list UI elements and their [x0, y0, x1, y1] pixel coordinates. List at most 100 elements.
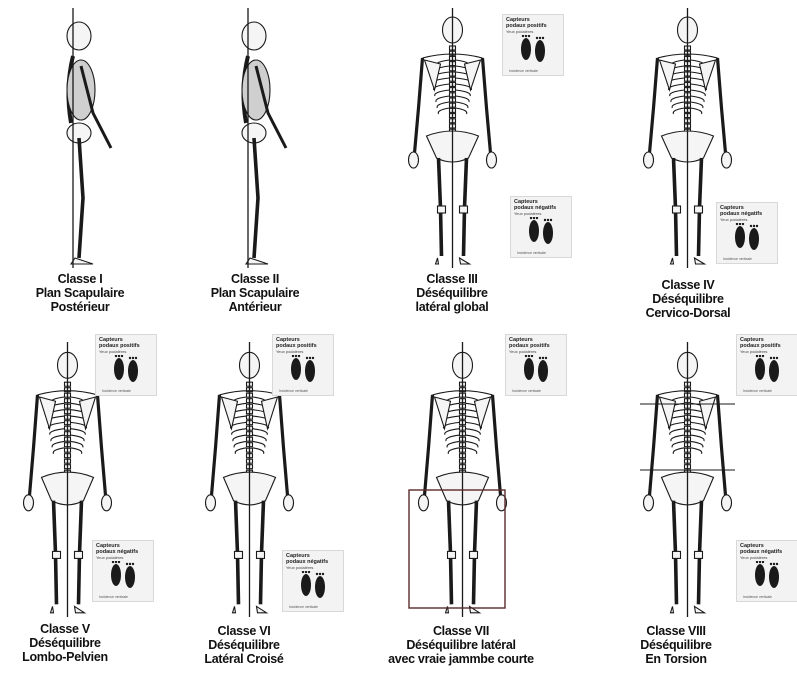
panel-classe-1	[40, 8, 150, 268]
footprints-icon	[107, 561, 139, 591]
footprints-icon	[520, 355, 552, 385]
arm-bone	[415, 58, 423, 153]
toe-print	[309, 357, 311, 359]
skull	[67, 22, 91, 50]
foot-print	[111, 564, 121, 586]
arm-bone	[212, 395, 220, 495]
sensor-footer: Incidence verticale	[743, 595, 772, 599]
toe-print	[530, 217, 532, 219]
hand	[644, 495, 654, 511]
caption-line-2: Déséquilibre	[5, 636, 125, 650]
toe-print	[129, 357, 131, 359]
sensor-subtitle: Yeux podaléres	[740, 555, 767, 560]
caption-line-3: avec vraie jammbe courte	[376, 652, 546, 666]
foot	[460, 258, 470, 264]
toe-print	[773, 563, 775, 565]
toe-print	[542, 37, 544, 39]
foot	[71, 258, 93, 264]
caption-line-3: Postérieur	[20, 300, 140, 314]
footprints-icon	[297, 571, 329, 601]
toe-print	[121, 355, 123, 357]
foot-print	[535, 40, 545, 62]
sensor-subtitle: Yeux podaléres	[509, 349, 536, 354]
foot-print	[735, 226, 745, 248]
skeleton-back-view	[630, 342, 745, 617]
toe-print	[322, 573, 324, 575]
foot-print	[114, 358, 124, 380]
hand	[102, 495, 112, 511]
toe-print	[298, 355, 300, 357]
skeleton-back-view	[395, 8, 510, 268]
toe-print	[302, 571, 304, 573]
sensor-subtitle: Yeux podaléres	[99, 349, 126, 354]
arm-bone	[650, 395, 658, 495]
hand	[419, 495, 429, 511]
hand	[206, 495, 216, 511]
sensor-subtitle: Yeux podaléres	[506, 29, 533, 34]
toe-print	[750, 225, 752, 227]
sensor-subtitle: Yeux podaléres	[740, 349, 767, 354]
toe-print	[770, 357, 772, 359]
sensor-negative-box: Capteurspodaux négatifs Yeux podaléres I…	[92, 540, 154, 602]
caption-line-1: Classe III	[392, 272, 512, 286]
caption-line-3: Cervico-Dorsal	[628, 306, 748, 320]
sensor-subtitle: Yeux podaléres	[286, 565, 313, 570]
sensor-title: Capteurspodaux négatifs	[740, 543, 782, 555]
leg-bone	[79, 138, 83, 258]
toe-print	[536, 37, 538, 39]
toe-print	[776, 563, 778, 565]
caption-line-3: latéral global	[392, 300, 512, 314]
toe-print	[544, 219, 546, 221]
foot	[671, 606, 674, 612]
hand	[487, 152, 497, 168]
toe-print	[528, 355, 530, 357]
toe-print	[132, 357, 134, 359]
knee	[673, 206, 681, 213]
caption-line-2: Déséquilibre	[184, 638, 304, 652]
hand	[24, 495, 34, 511]
hand	[409, 152, 419, 168]
knee	[470, 551, 478, 558]
foot	[695, 606, 705, 612]
caption-classe-2: Classe II Plan Scapulaire Antérieur	[195, 272, 315, 314]
toe-print	[753, 225, 755, 227]
knee	[448, 551, 456, 558]
foot	[233, 606, 236, 612]
toe-print	[539, 357, 541, 359]
caption-line-3: Lombo-Pelvien	[5, 650, 125, 664]
sensor-footer: Incidence verticale	[279, 389, 308, 393]
sensor-subtitle: Yeux podaléres	[276, 349, 303, 354]
caption-classe-3: Classe III Déséquilibre latéral global	[392, 272, 512, 314]
toe-print	[112, 561, 114, 563]
arm-bone	[718, 395, 726, 495]
panel-classe-8	[630, 342, 745, 617]
toe-print	[547, 219, 549, 221]
toe-print	[295, 355, 297, 357]
arm-bone	[98, 395, 106, 495]
toe-print	[305, 571, 307, 573]
foot-print	[538, 360, 548, 382]
arm-bone	[493, 395, 501, 495]
foot-print	[315, 576, 325, 598]
caption-line-2: Déséquilibre latéral	[376, 638, 546, 652]
toe-print	[759, 561, 761, 563]
toe-print	[762, 561, 764, 563]
toe-print	[533, 217, 535, 219]
footprints-icon	[525, 217, 557, 247]
toe-print	[306, 357, 308, 359]
sensor-footer: Incidence verticale	[509, 69, 538, 73]
toe-print	[129, 563, 131, 565]
toe-print	[536, 217, 538, 219]
foot-print	[305, 360, 315, 382]
knee	[75, 551, 83, 558]
toe-print	[762, 355, 764, 357]
caption-classe-1: Classe I Plan Scapulaire Postérieur	[20, 272, 140, 314]
